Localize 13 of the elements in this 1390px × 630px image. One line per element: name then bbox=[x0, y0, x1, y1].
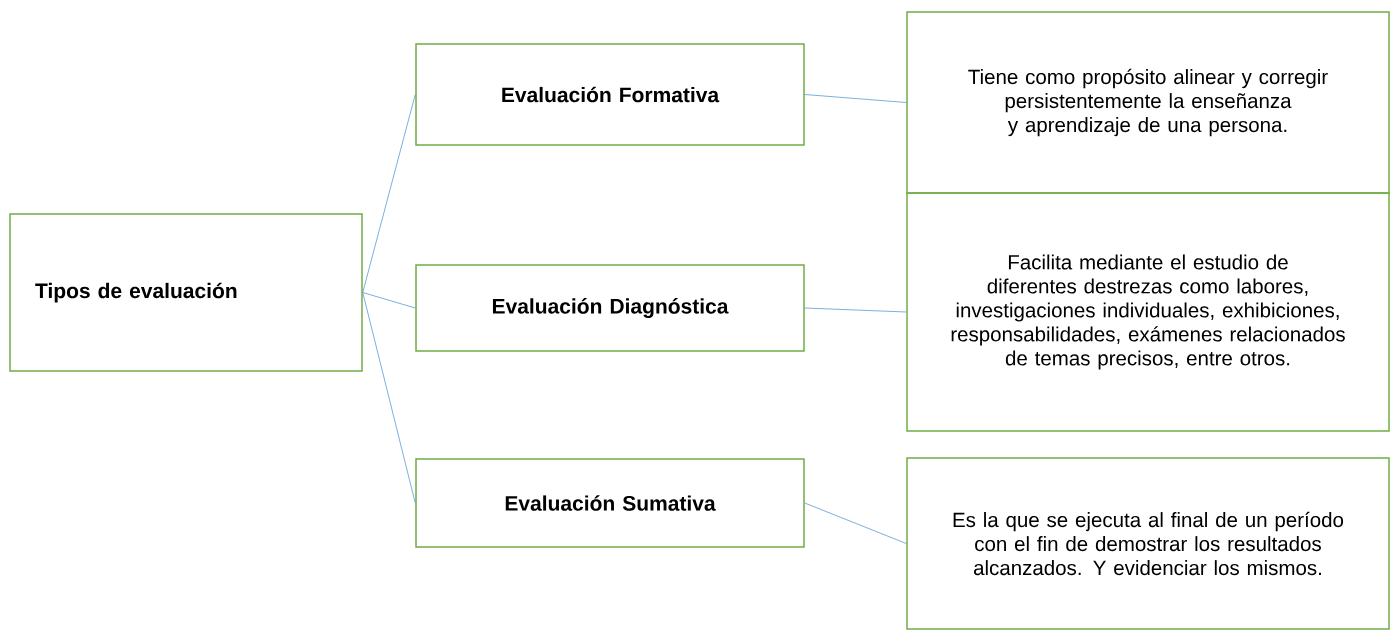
description-box: Facilita mediante el estudio de diferentes destrezas como labores, investigaciones individuales, exhibiciones, responsabilidades, exámenes relacionados de temas precisos, entre otros. bbox=[906, 192, 1390, 432]
description-box: Tiene como propósito alinear y corregir persistentemente la enseñanza y aprendizaje de una persona. bbox=[906, 11, 1390, 194]
connector-line bbox=[804, 502, 907, 544]
category-box: Evaluación Formativa bbox=[415, 43, 805, 146]
connector-line bbox=[362, 292, 416, 309]
description-box: Es la que se ejecuta al final de un período con el fin de demostrar los resultados alcanzados. Y evidenciar los mismos. bbox=[906, 457, 1390, 630]
category-box: Evaluación Diagnóstica bbox=[415, 264, 805, 352]
connector-line bbox=[804, 94, 907, 103]
connector-line bbox=[362, 292, 416, 504]
connector-line bbox=[804, 307, 907, 313]
category-box: Evaluación Sumativa bbox=[415, 458, 805, 548]
root-box: Tipos de evaluación bbox=[9, 213, 363, 372]
connector-line bbox=[362, 94, 416, 293]
